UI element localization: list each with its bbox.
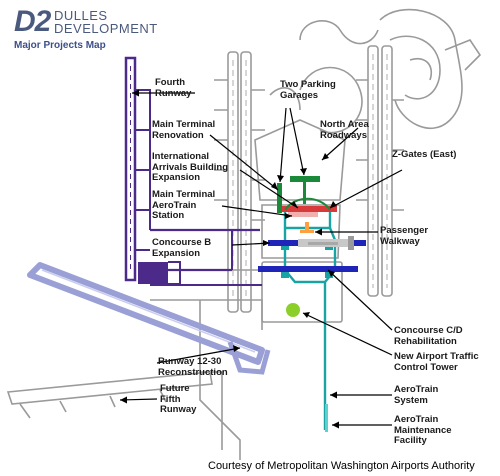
label-two-parking-garages: Two Parking Garages bbox=[280, 79, 336, 101]
label-runway-12-30: Runway 12-30 Reconstruction bbox=[158, 356, 228, 378]
label-z-gates: Z-Gates (East) bbox=[392, 149, 457, 160]
label-north-area-roadways: North Area Roadways bbox=[320, 119, 369, 141]
credit-text: Courtesy of Metropolitan Washington Airp… bbox=[208, 460, 475, 472]
runway-12-30 bbox=[27, 262, 271, 375]
concourse-b bbox=[268, 236, 366, 250]
control-tower bbox=[286, 303, 300, 317]
label-aerotrain-maintenance: AeroTrain Maintenance Facility bbox=[394, 414, 452, 446]
label-main-terminal-aerotrain: Main Terminal AeroTrain Station bbox=[152, 189, 216, 221]
main-terminal bbox=[277, 176, 337, 233]
label-future-fifth-runway: Future Fifth Runway bbox=[160, 383, 197, 415]
logo-mark: D2 bbox=[14, 5, 51, 38]
label-concourse-cd: Concourse C/D Rehabilitation bbox=[394, 325, 463, 347]
label-aerotrain-system: AeroTrain System bbox=[394, 384, 439, 406]
label-control-tower: New Airport Traffic Control Tower bbox=[394, 351, 479, 373]
label-passenger-walkway: Passenger Walkway bbox=[380, 225, 429, 247]
label-international-arrivals: International Arrivals Building Expansio… bbox=[152, 151, 229, 183]
label-main-terminal-renovation: Main Terminal Renovation bbox=[152, 119, 216, 141]
logo-name: DULLES DEVELOPMENT bbox=[54, 8, 158, 36]
fourth-runway bbox=[124, 56, 262, 286]
map-title: Major Projects Map bbox=[14, 40, 106, 51]
label-concourse-b: Concourse B Expansion bbox=[152, 237, 212, 259]
label-fourth-runway: Fourth Runway bbox=[155, 77, 192, 99]
arrowheads bbox=[120, 89, 339, 429]
leader-lines bbox=[119, 92, 403, 426]
concourse-cd bbox=[258, 266, 358, 272]
